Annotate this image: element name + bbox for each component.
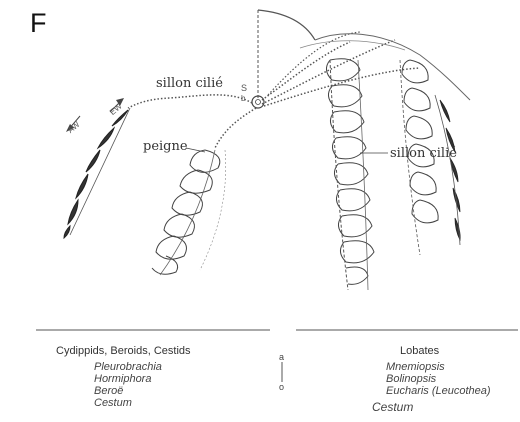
comb-row-peigne — [152, 150, 226, 275]
body-outline-right — [315, 34, 470, 100]
legend-right-species: Bolinopsis — [386, 373, 517, 385]
axis-label-o: o — [279, 382, 284, 392]
peigne-leader — [186, 148, 205, 152]
legend-left-species: Pleurobrachia — [94, 361, 266, 373]
label-peigne: peigne — [143, 139, 188, 154]
legend-right: Lobates Mnemiopsis Bolinopsis Eucharis (… — [372, 344, 517, 413]
legend-left-header: Cydippids, Beroids, Cestids — [56, 344, 266, 358]
legend-right-extra: Cestum — [372, 401, 517, 413]
label-b: b — [241, 94, 245, 103]
label-sillon-cilie-left: sillon cilié — [156, 76, 223, 91]
legend-right-species: Mnemiopsis — [386, 361, 517, 373]
legend-right-header: Lobates — [372, 344, 517, 358]
legend-left-species: Cestum — [94, 397, 266, 409]
ciliated-groove-right-3 — [264, 68, 420, 106]
legend-left-species: Beroë — [94, 385, 266, 397]
ciliated-groove-right-1 — [262, 42, 350, 100]
ciliated-groove-left — [128, 95, 252, 108]
legend-left-species: Hormiphora — [94, 373, 266, 385]
label-s: S — [241, 83, 247, 93]
axis-label-a: a — [279, 352, 284, 362]
panel-letter: F — [30, 8, 47, 39]
comb-row-right-center — [326, 59, 374, 290]
aboral-dome-arc — [258, 10, 315, 40]
ciliated-groove-to-comb — [215, 108, 256, 148]
label-sillon-cilie-right: sillon cilié — [390, 146, 457, 161]
legend-left: Cydippids, Beroids, Cestids Pleurobrachi… — [56, 344, 266, 409]
comb-row-outer-right — [440, 100, 460, 240]
legend-right-species: Eucharis (Leucothea) — [386, 385, 517, 397]
